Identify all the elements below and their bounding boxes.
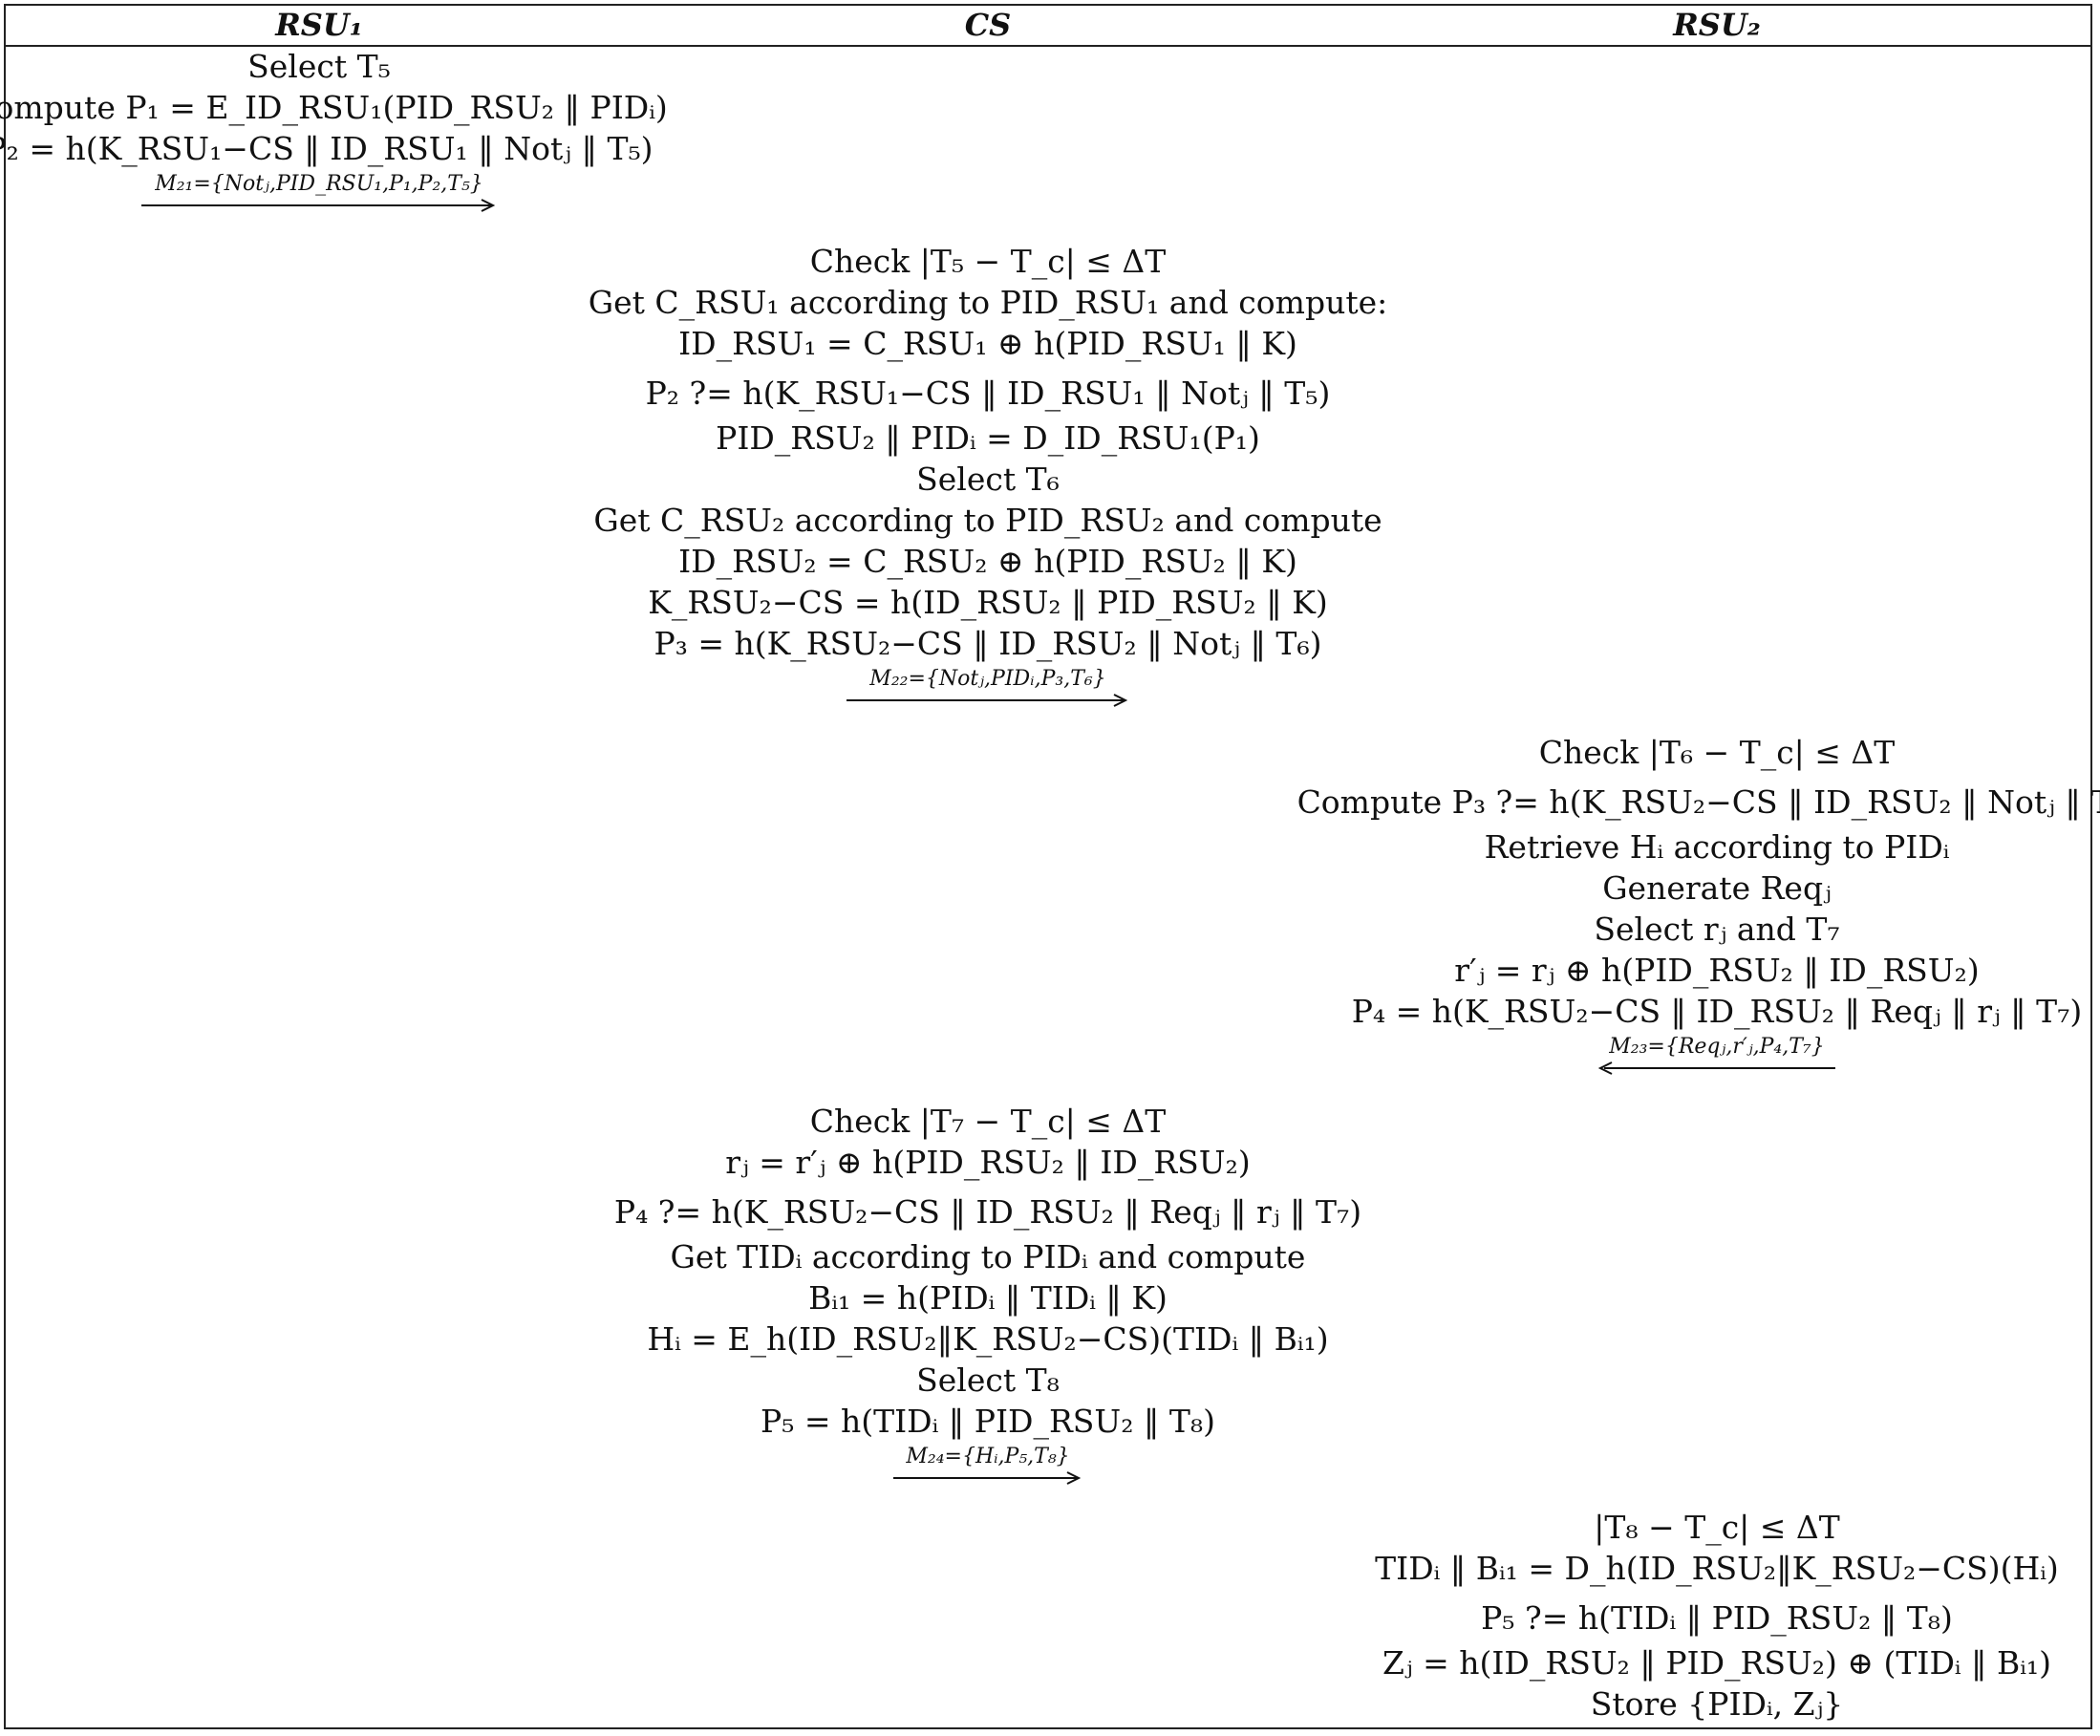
header-cs: CS [964, 7, 1012, 43]
step-line: Hᵢ = E_h(ID_RSU₂‖K_RSU₂−CS)(TIDᵢ ‖ Bᵢ₁) [647, 1320, 1329, 1358]
message-arrow-m24: M₂₄={Hᵢ,P₅,T₈} [891, 1444, 1084, 1486]
message-label-m23: M₂₃={Reqⱼ,r′ⱼ,P₄,T₇} [1609, 1035, 1825, 1059]
step-line: Compute P₃ ?= h(K_RSU₂−CS ‖ ID_RSU₂ ‖ No… [1296, 783, 2100, 821]
step-line: Select T₆ [916, 461, 1060, 498]
step-line: Check |T₇ − T_c| ≤ ΔT [809, 1103, 1167, 1140]
step-line: r′ⱼ = rⱼ ⊕ h(PID_RSU₂ ‖ ID_RSU₂) [1454, 952, 1980, 989]
header-rsu1: RSU₁ [275, 7, 363, 43]
step-line: Compute P₁ = E_ID_RSU₁(PID_RSU₂ ‖ PIDᵢ) [0, 89, 668, 126]
step-line: Get C_RSU₂ according to PID_RSU₂ and com… [593, 502, 1382, 539]
step-line: Zⱼ = h(ID_RSU₂ ‖ PID_RSU₂) ⊕ (TIDᵢ ‖ Bᵢ₁… [1382, 1644, 2052, 1682]
step-line: Select T₅ [247, 48, 391, 85]
step-line: PID_RSU₂ ‖ PIDᵢ = D_ID_RSU₁(P₁) [716, 419, 1260, 457]
step-line: Check |T₆ − T_c| ≤ ΔT [1538, 734, 1896, 771]
cs-step-block-2: Check |T₇ − T_c| ≤ ΔT rⱼ = r′ⱼ ⊕ h(PID_R… [614, 1101, 1361, 1486]
step-line: Check |T₅ − T_c| ≤ ΔT [809, 243, 1167, 280]
step-line: P₂ = h(K_RSU₁−CS ‖ ID_RSU₁ ‖ Notⱼ ‖ T₅) [0, 130, 654, 167]
right-arrow-icon [846, 694, 1128, 707]
step-line: Select rⱼ and T₇ [1594, 911, 1840, 948]
step-line: P₂ ?= h(K_RSU₁−CS ‖ ID_RSU₁ ‖ Notⱼ ‖ T₅) [645, 375, 1331, 412]
header-rsu2: RSU₂ [1673, 7, 1761, 43]
step-line: P₄ ?= h(K_RSU₂−CS ‖ ID_RSU₂ ‖ Reqⱼ ‖ rⱼ … [613, 1193, 1362, 1231]
message-label-m22: M₂₂={Notⱼ,PIDᵢ,P₃,T₆} [869, 667, 1106, 691]
step-line: K_RSU₂−CS = h(ID_RSU₂ ‖ PID_RSU₂ ‖ K) [648, 584, 1328, 621]
step-line: Retrieve Hᵢ according to PIDᵢ [1484, 828, 1950, 866]
step-line: Store {PIDᵢ, Zⱼ} [1590, 1685, 1844, 1723]
message-arrow-m23: M₂₃={Reqⱼ,r′ⱼ,P₄,T₇} [1596, 1034, 1837, 1076]
header-divider [4, 45, 2092, 47]
rsu2-step-block-1: Check |T₆ − T_c| ≤ ΔT Compute P₃ ?= h(K_… [1297, 732, 2100, 1076]
rsu1-step-block: Select T₅ Compute P₁ = E_ID_RSU₁(PID_RSU… [0, 46, 668, 213]
step-line: ID_RSU₁ = C_RSU₁ ⊕ h(PID_RSU₁ ‖ K) [678, 325, 1297, 362]
message-label-m21: M₂₁={Notⱼ,PID_RSU₁,P₁,P₂,T₅} [155, 172, 483, 196]
message-arrow-m22: M₂₂={Notⱼ,PIDᵢ,P₃,T₆} [845, 666, 1131, 708]
step-line: Generate Reqⱼ [1602, 869, 1832, 907]
right-arrow-icon [141, 199, 496, 212]
step-line: P₃ = h(K_RSU₂−CS ‖ ID_RSU₂ ‖ Notⱼ ‖ T₆) [654, 625, 1322, 662]
message-label-m24: M₂₄={Hᵢ,P₅,T₈} [906, 1445, 1070, 1468]
protocol-table-frame [4, 4, 2092, 1729]
step-line: Select T₈ [916, 1361, 1060, 1399]
step-line: Get TIDᵢ according to PIDᵢ and compute [670, 1238, 1306, 1275]
right-arrow-icon [893, 1471, 1082, 1485]
step-line: Get C_RSU₁ according to PID_RSU₁ and com… [588, 284, 1388, 321]
step-line: P₅ ?= h(TIDᵢ ‖ PID_RSU₂ ‖ T₈) [1481, 1599, 1953, 1637]
step-line: Bᵢ₁ = h(PIDᵢ ‖ TIDᵢ ‖ K) [808, 1279, 1168, 1317]
message-arrow-m21: M₂₁={Notⱼ,PID_RSU₁,P₁,P₂,T₅} [139, 171, 499, 213]
step-line: TIDᵢ ‖ Bᵢ₁ = D_h(ID_RSU₂‖K_RSU₂−CS)(Hᵢ) [1375, 1550, 2059, 1587]
cs-step-block-1: Check |T₅ − T_c| ≤ ΔT Get C_RSU₁ accordi… [589, 241, 1387, 708]
step-line: rⱼ = r′ⱼ ⊕ h(PID_RSU₂ ‖ ID_RSU₂) [725, 1144, 1251, 1181]
left-arrow-icon [1597, 1061, 1835, 1075]
step-line: |T₈ − T_c| ≤ ΔT [1594, 1509, 1840, 1546]
step-line: ID_RSU₂ = C_RSU₂ ⊕ h(PID_RSU₂ ‖ K) [678, 543, 1297, 580]
rsu2-step-block-2: |T₈ − T_c| ≤ ΔT TIDᵢ ‖ Bᵢ₁ = D_h(ID_RSU₂… [1341, 1507, 2092, 1725]
step-line: P₅ = h(TIDᵢ ‖ PID_RSU₂ ‖ T₈) [760, 1403, 1216, 1440]
step-line: P₄ = h(K_RSU₂−CS ‖ ID_RSU₂ ‖ Reqⱼ ‖ rⱼ ‖… [1351, 993, 2083, 1030]
